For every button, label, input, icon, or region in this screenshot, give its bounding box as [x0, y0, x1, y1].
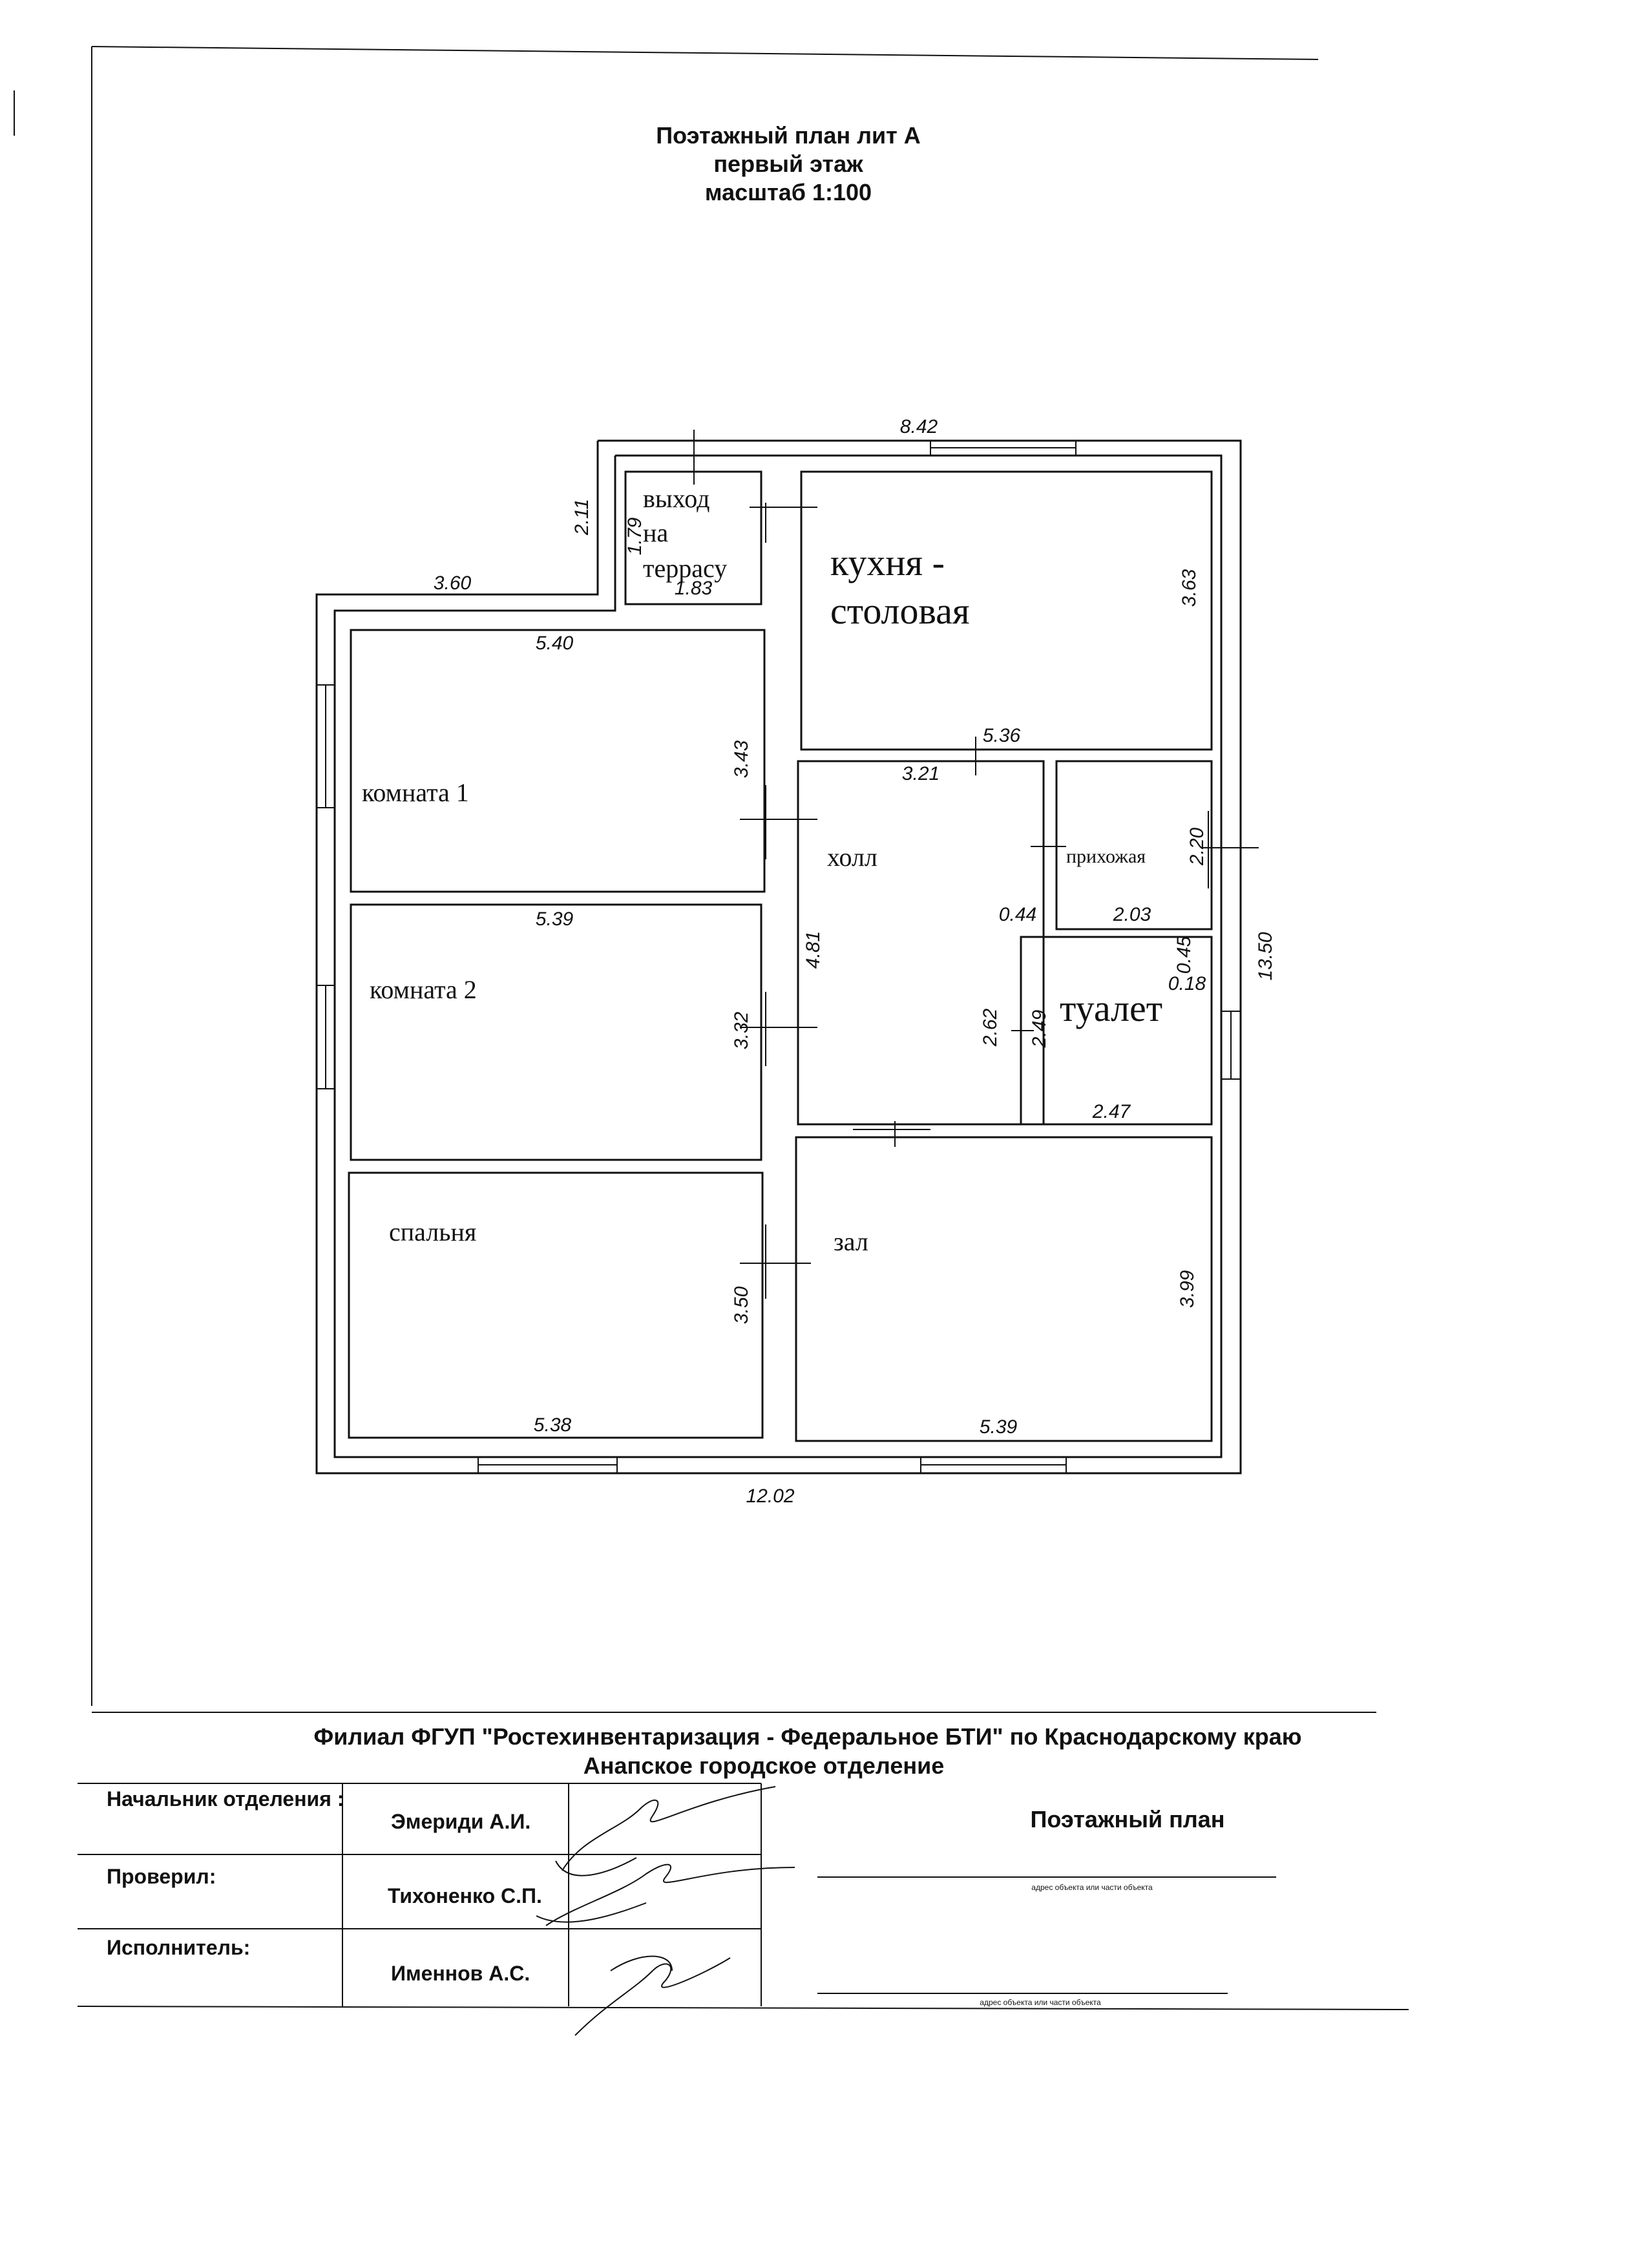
heading-line-3: масштаб 1:100	[705, 179, 872, 205]
hallway-label: прихожая	[1066, 846, 1146, 867]
dim-terrace-width: 1.83	[675, 578, 713, 599]
address-caption-2: адрес объекта или части объекта	[980, 1998, 1101, 2007]
kitchen-label-1: кухня -	[830, 541, 945, 583]
heading-line-1: Поэтажный план лит А	[656, 122, 921, 149]
dimension-labels: 8.42 2.11 3.60 1.79 1.83 3.63 5.40 3.43 …	[434, 416, 1276, 1507]
heading-line-2: первый этаж	[713, 151, 863, 177]
name-executor: Именнов А.С.	[391, 1962, 530, 1985]
room-bedroom	[348, 1171, 764, 1439]
room-living	[795, 1136, 1213, 1442]
dim-bedroom-width: 5.38	[534, 1414, 572, 1436]
dim-hall-height: 4.81	[803, 931, 824, 969]
dim-living-height: 3.99	[1177, 1270, 1198, 1308]
sheet-frame	[14, 46, 1319, 1706]
name-checked: Тихоненко С.П.	[388, 1884, 542, 1907]
dim-room1-height: 3.43	[731, 740, 752, 778]
dim-toilet-gap-1: 0.45	[1173, 936, 1195, 974]
dim-hall-step: 0.44	[999, 904, 1036, 925]
bedroom-label: спальня	[389, 1217, 476, 1246]
dim-toilet-width: 2.47	[1092, 1101, 1131, 1122]
dim-room1-width: 5.40	[536, 633, 574, 654]
role-executor: Исполнитель:	[107, 1936, 250, 1959]
dim-bedroom-height: 3.50	[731, 1286, 752, 1324]
room-labels: выход на террасу кухня - столовая комнат…	[362, 484, 1162, 1256]
dim-hallway-height: 2.20	[1186, 827, 1208, 866]
building-outline	[315, 439, 1242, 1475]
dim-total-width: 12.02	[746, 1486, 794, 1507]
door-marks	[693, 430, 1259, 1299]
org-line-2: Анапское городское отделение	[583, 1752, 945, 1779]
hall-label: холл	[827, 843, 877, 872]
toilet-label: туалет	[1060, 987, 1162, 1029]
dim-living-width: 5.39	[980, 1416, 1018, 1438]
dim-terrace-step: 2.11	[571, 499, 593, 536]
dim-hall-lower: 2.62	[980, 1008, 1001, 1047]
org-line-1: Филиал ФГУП "Ростехинвентаризация - Феде…	[313, 1723, 1301, 1750]
address-caption-1: адрес объекта или части объекта	[1031, 1883, 1153, 1892]
kitchen-label-2: столовая	[830, 590, 970, 632]
dim-total-depth: 13.50	[1255, 932, 1276, 980]
dim-room2-height: 3.32	[731, 1011, 752, 1049]
dim-terrace-height: 1.79	[624, 517, 646, 555]
dim-left-top: 3.60	[434, 572, 472, 594]
dim-hall-width: 3.21	[902, 763, 940, 784]
terrace-exit-label-2: на	[643, 518, 668, 547]
windows	[316, 440, 1241, 1474]
room1-label: комната 1	[362, 778, 469, 807]
dim-kitchen-height: 3.63	[1179, 569, 1200, 607]
dim-toilet-height: 2.49	[1029, 1009, 1050, 1048]
room2-label: комната 2	[370, 975, 477, 1004]
title-block: Филиал ФГУП "Ростехинвентаризация - Феде…	[77, 1712, 1409, 2036]
dim-room2-width: 5.39	[536, 908, 574, 930]
room-hall	[797, 760, 1045, 1126]
room-2	[350, 903, 762, 1161]
terrace-exit-label-3: террасу	[643, 554, 727, 583]
room-1	[350, 629, 766, 893]
living-label: зал	[834, 1227, 868, 1256]
signatures	[536, 1786, 795, 2036]
role-head: Начальник отделения :	[107, 1787, 344, 1811]
dim-kitchen-width: 5.36	[983, 725, 1021, 746]
dim-top-width: 8.42	[900, 416, 938, 437]
document-title: Поэтажный план	[1031, 1806, 1225, 1832]
room-hallway	[1055, 760, 1213, 930]
name-head: Эмериди А.И.	[391, 1810, 530, 1833]
terrace-exit-label-1: выход	[643, 484, 709, 513]
role-checked: Проверил:	[107, 1865, 216, 1888]
dim-toilet-gap-2: 0.18	[1168, 973, 1206, 994]
plan-heading: Поэтажный план лит А первый этаж масштаб…	[656, 122, 921, 205]
dim-hallway-width: 2.03	[1113, 904, 1151, 925]
room-walls	[348, 470, 1213, 1442]
